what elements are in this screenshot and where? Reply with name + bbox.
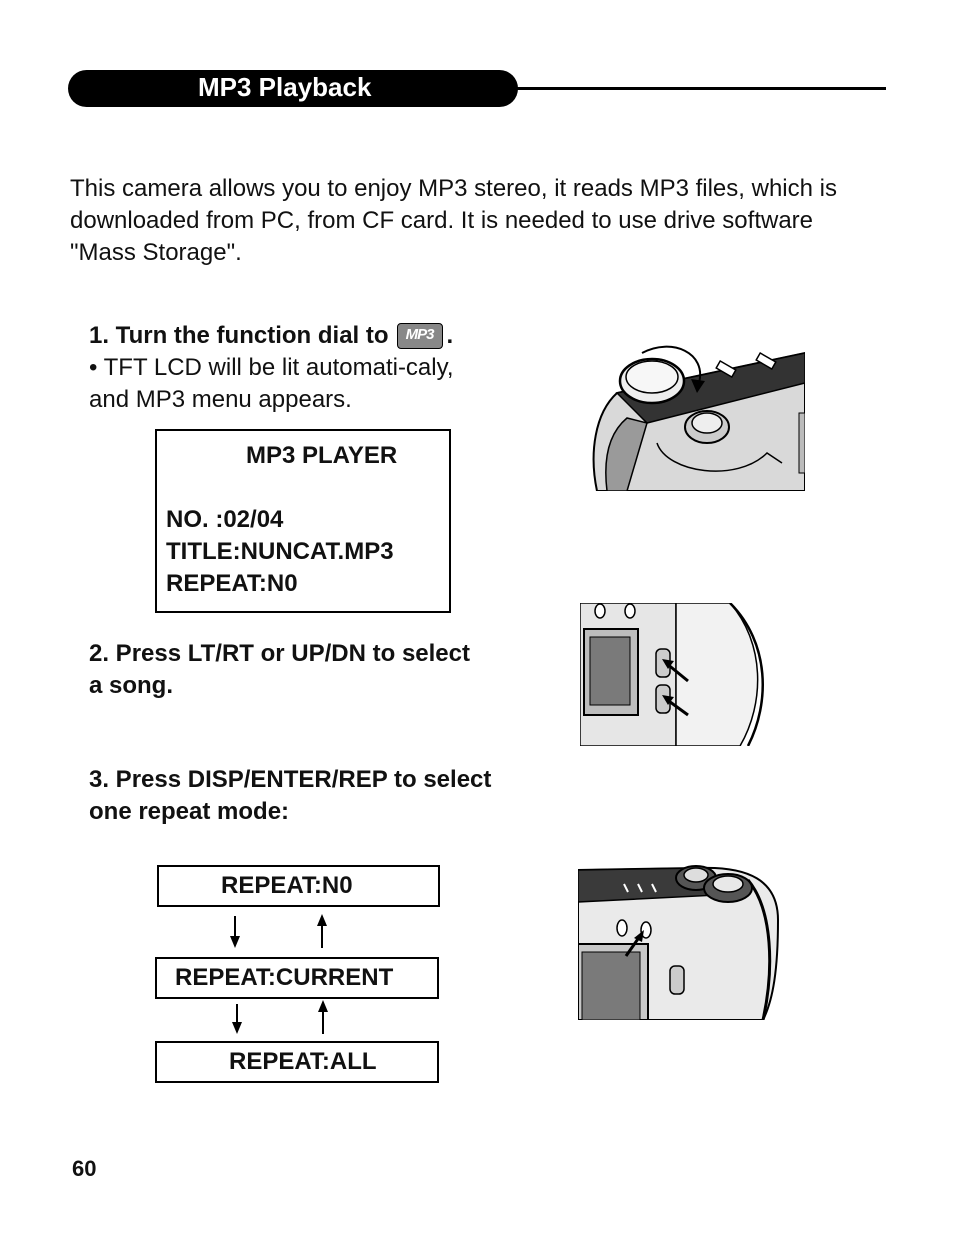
repeat-mode-current-label: REPEAT:CURRENT (175, 964, 394, 991)
lcd-title: MP3 PLAYER (246, 442, 398, 469)
step-1-heading-text: 1. Turn the function dial to (89, 322, 389, 349)
repeat-mode-none-label: REPEAT:N0 (221, 872, 353, 899)
camera-repeat-button-illustration (578, 860, 783, 1020)
header-rule (515, 87, 886, 90)
camera-back-buttons-illustration (580, 603, 770, 746)
camera-dial-illustration (587, 343, 805, 491)
page-number: 60 (72, 1156, 97, 1181)
arrow-down-icon (232, 1004, 242, 1034)
section-header-pill (68, 70, 518, 107)
lcd-track-number: NO. :02/04 (166, 506, 284, 533)
step-3-heading: 3. Press DISP/ENTER/REP to select one re… (89, 766, 492, 825)
repeat-mode-current: REPEAT:CURRENT (155, 957, 439, 999)
arrow-down-icon (230, 916, 240, 948)
repeat-flow-arrows (230, 914, 328, 1034)
intro-paragraph: This camera allows you to enjoy MP3 ster… (70, 175, 837, 266)
lcd-repeat-status: REPEAT:N0 (166, 570, 298, 597)
arrow-up-icon (317, 914, 327, 948)
section-title: MP3 Playback (198, 72, 372, 102)
step-1-heading: 1. Turn the function dial to MP3 . (89, 320, 453, 352)
step-1-heading-end: . (446, 322, 454, 349)
lcd-track-title: TITLE:NUNCAT.MP3 (166, 538, 394, 565)
arrow-up-icon (318, 1000, 328, 1034)
lcd-screen-mockup: MP3 PLAYER NO. :02/04 TITLE:NUNCAT.MP3 R… (155, 429, 451, 613)
repeat-mode-all: REPEAT:ALL (155, 1041, 439, 1083)
mp3-mode-icon: MP3 (396, 323, 443, 349)
step-2-heading: 2. Press LT/RT or UP/DN to select a song… (89, 640, 470, 699)
step-1-description: • TFT LCD will be lit automati-caly, and… (89, 354, 454, 413)
repeat-mode-none: REPEAT:N0 (157, 865, 440, 907)
repeat-mode-all-label: REPEAT:ALL (229, 1048, 377, 1075)
